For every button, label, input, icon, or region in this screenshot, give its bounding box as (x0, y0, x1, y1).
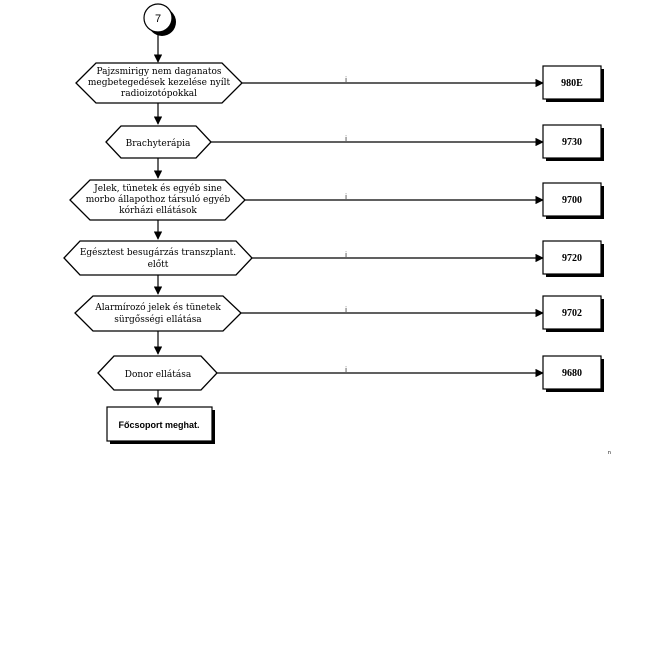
decision-thyroid: Pajzsmirigy nem daganatos megbetegedések… (75, 62, 243, 104)
decision-label-line: Donor ellátása (125, 369, 192, 380)
decision-label-line: előtt (148, 259, 169, 270)
result-box: 9730 (542, 124, 604, 161)
decision-alarming-signs: Alarmírozó jelek és tünetek sürgősségi e… (74, 295, 242, 332)
start-connector: 7 (143, 3, 176, 36)
decision-label-line: kórházi ellátások (119, 205, 197, 216)
final-label: Főcsoport meghat. (118, 420, 199, 430)
result-code: 980E (561, 78, 583, 89)
decision-label-line: radioizotópokkal (121, 88, 197, 99)
yes-label: i (345, 136, 347, 143)
decision-label-line: morbo állapothoz társuló egyéb (86, 194, 231, 205)
yes-label: i (345, 252, 347, 259)
decision-label-line: Brachyterápia (126, 138, 191, 149)
result-code: 9720 (562, 253, 582, 264)
corner-mark: n (608, 450, 611, 456)
decision-total-body-irradiation: Egésztest besugárzás transzplant. előtt (63, 240, 253, 276)
result-box: 9720 (542, 240, 604, 277)
yes-label: i (345, 194, 347, 201)
decision-label-line: megbetegedések kezelése nyílt (88, 77, 231, 88)
decision-symptoms: Jelek, tünetek és egyéb sine morbo állap… (69, 179, 246, 221)
decision-label-line: Jelek, tünetek és egyéb sine (93, 183, 222, 194)
connector-label: 7 (155, 13, 161, 25)
yes-label: i (345, 367, 347, 374)
yes-label: i (345, 307, 347, 314)
result-code: 9700 (562, 195, 582, 206)
result-code: 9730 (562, 137, 582, 148)
decision-donor-care: Donor ellátása (97, 355, 218, 391)
decision-label-line: Egésztest besugárzás transzplant. (80, 247, 236, 258)
decision-brachytherapy: Brachyterápia (105, 125, 212, 159)
decision-label-line: Alarmírozó jelek és tünetek (94, 302, 221, 313)
final-box: Főcsoport meghat. (106, 406, 215, 444)
result-box: 9680 (542, 355, 604, 392)
result-box: 9702 (542, 295, 604, 332)
decision-label-line: Pajzsmirigy nem daganatos (96, 67, 221, 77)
decision-label-line: sürgősségi ellátása (114, 314, 202, 325)
yes-label: i (345, 77, 347, 84)
result-box: 980E (542, 65, 604, 102)
result-box: 9700 (542, 182, 604, 219)
result-code: 9702 (562, 308, 582, 319)
result-code: 9680 (562, 368, 582, 379)
